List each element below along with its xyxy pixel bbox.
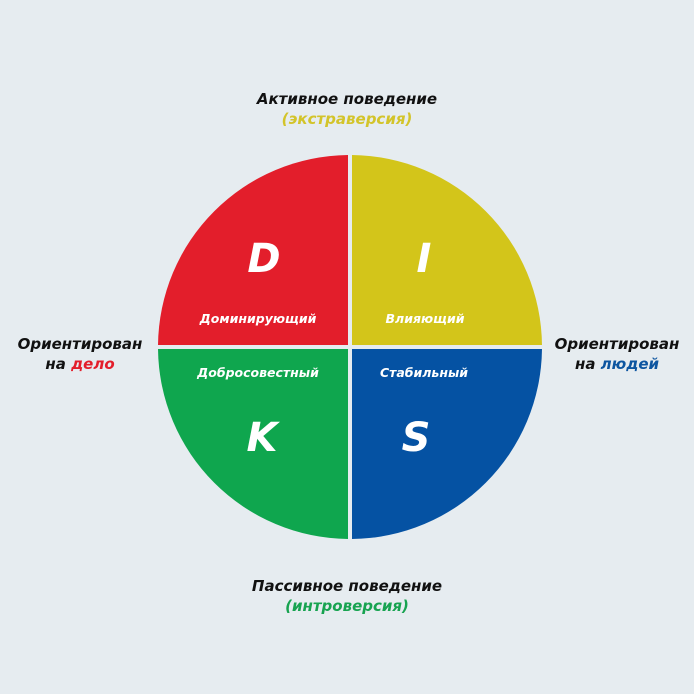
axis-right-accent: людей	[600, 355, 660, 373]
quadrant-i-letter: I	[417, 236, 432, 282]
quadrant-s: Стабильный S	[352, 349, 542, 539]
axis-left-prefix: на	[45, 355, 72, 373]
quadrant-s-label: Стабильный	[380, 365, 468, 380]
axis-left-accent: дело	[71, 355, 115, 373]
axis-left-title: Ориентирован	[17, 335, 143, 353]
axis-right-prefix: на	[574, 355, 601, 373]
axis-left-subtitle: на дело	[0, 354, 160, 374]
axis-bottom-subtitle: (интроверсия)	[285, 597, 409, 615]
quadrant-i-label: Влияющий	[386, 311, 465, 326]
quadrant-k-label: Добросовестный	[196, 365, 319, 380]
axis-right-subtitle: на людей	[540, 354, 694, 374]
quadrant-k-letter: K	[247, 415, 281, 461]
axis-label-top: Активное поведение (экстраверсия)	[197, 89, 497, 129]
axis-bottom-title: Пассивное поведение	[251, 577, 443, 595]
axis-label-left: Ориентирован на дело	[0, 334, 160, 374]
quadrant-d: D Доминирующий	[158, 155, 348, 345]
quadrant-s-letter: S	[402, 415, 431, 461]
quadrant-k: Добросовестный K	[158, 349, 348, 539]
quadrant-d-letter: D	[247, 236, 280, 282]
quadrant-i: I Влияющий	[352, 155, 542, 345]
axis-right-title: Ориентирован	[554, 335, 680, 353]
axis-label-right: Ориентирован на людей	[540, 334, 694, 374]
axis-label-bottom: Пассивное поведение (интроверсия)	[197, 576, 497, 616]
quadrant-d-label: Доминирующий	[199, 311, 317, 326]
axis-top-title: Активное поведение	[256, 90, 438, 108]
axis-top-subtitle: (экстраверсия)	[281, 110, 413, 128]
